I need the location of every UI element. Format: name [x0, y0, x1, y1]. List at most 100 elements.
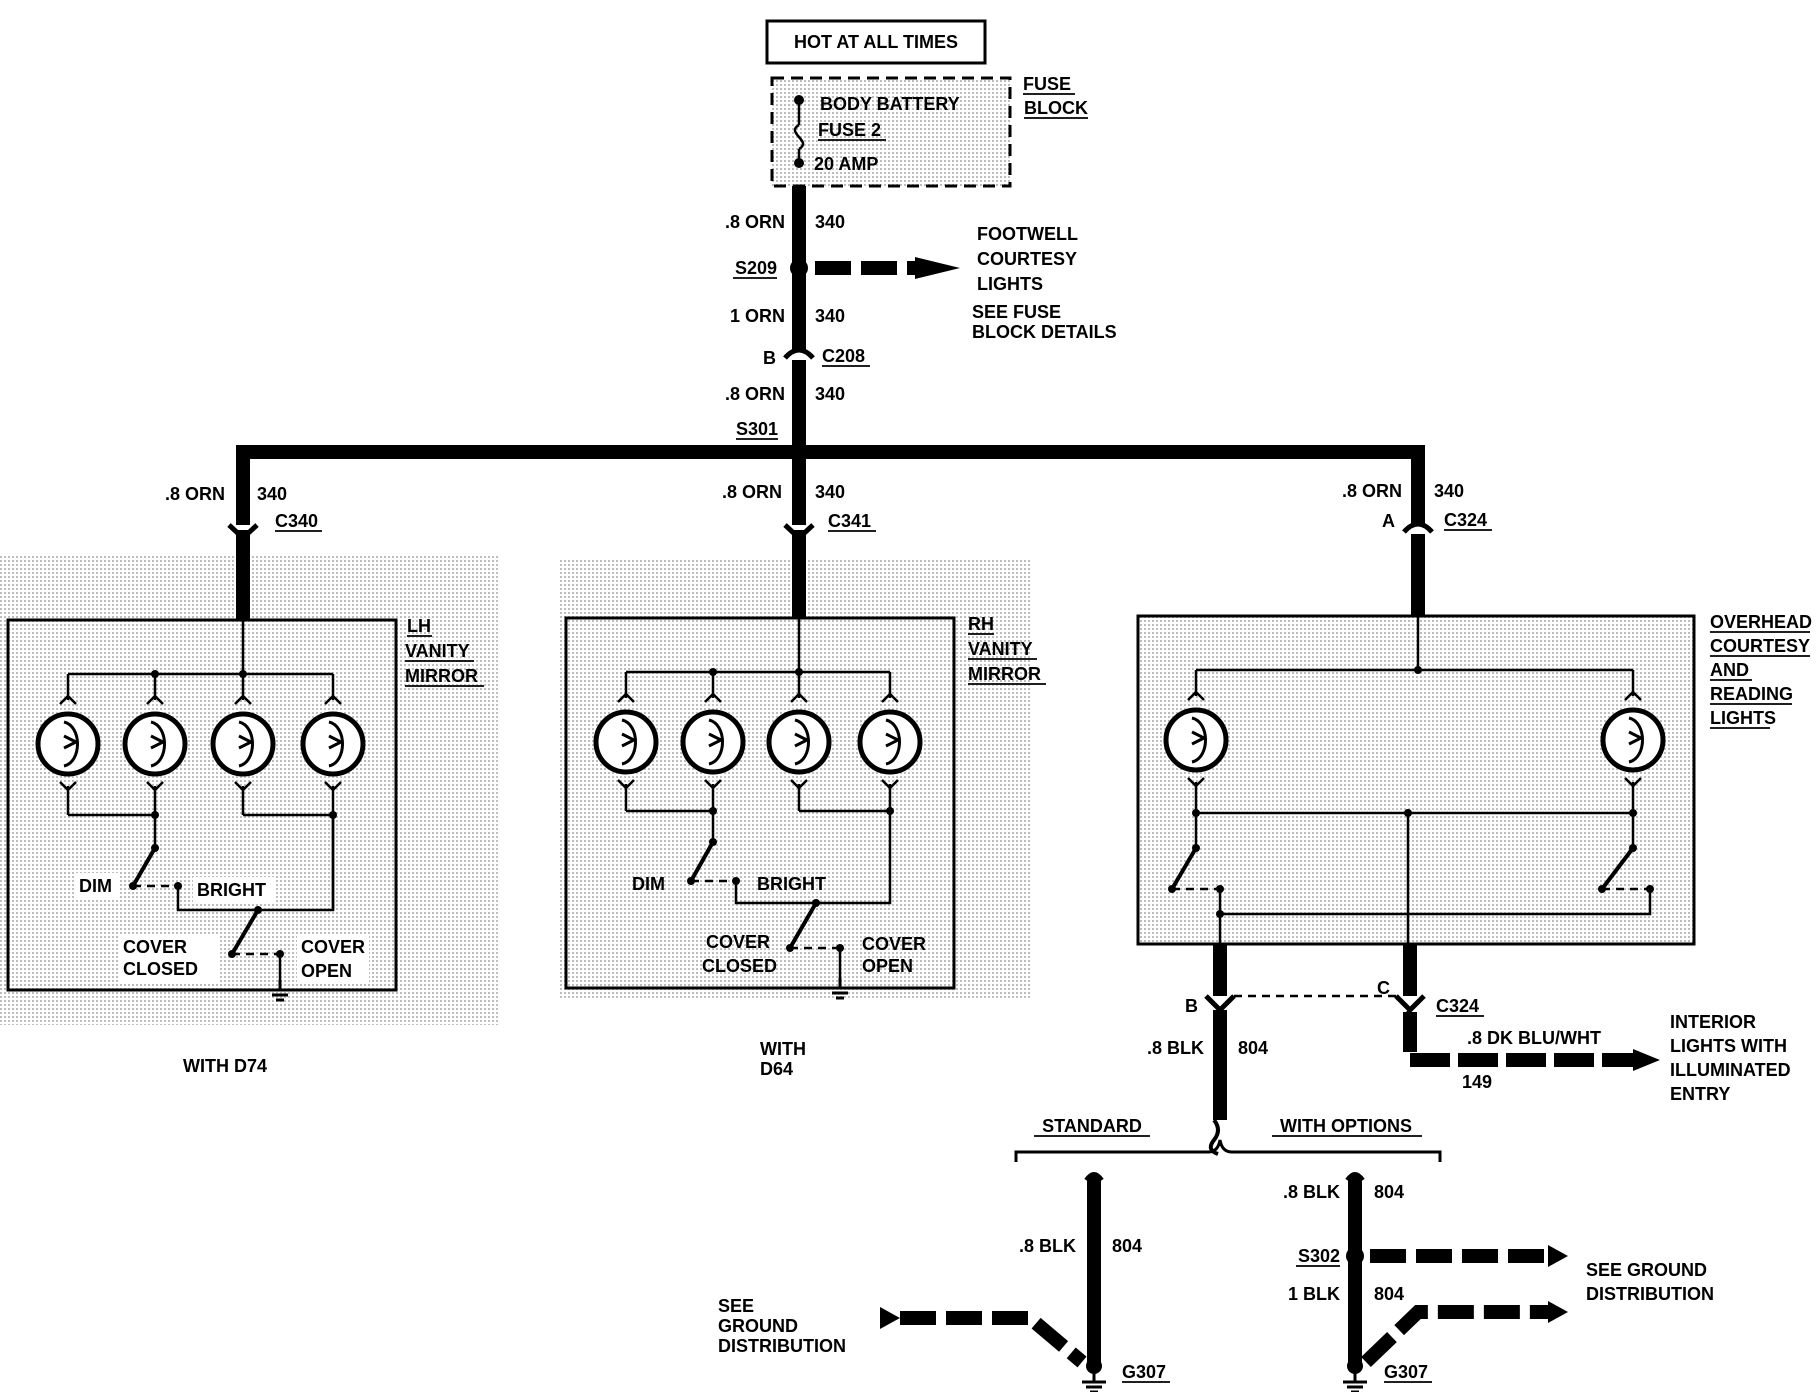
rh-lamp-3-icon [769, 712, 829, 772]
options-gauge-2: 1 BLK [1288, 1284, 1340, 1304]
fuse-block-label-2: BLOCK [1024, 98, 1088, 118]
rh-lamp-4-icon [860, 712, 920, 772]
option-brace [1014, 1139, 1442, 1162]
interior-label-4: ENTRY [1670, 1084, 1730, 1104]
s301-label: S301 [736, 419, 778, 439]
lh-vanity-box [6, 618, 398, 992]
c208-label: C208 [822, 346, 865, 366]
interior-label-3: ILLUMINATED [1670, 1060, 1791, 1080]
c324-bottom-label: C324 [1436, 996, 1479, 1016]
left-see-ground-wire [900, 1311, 1087, 1368]
fuse-rating: 20 AMP [814, 154, 878, 174]
g307-right-icon [1341, 1370, 1369, 1392]
standard-circuit: 804 [1112, 1236, 1142, 1256]
lh-name-1: LH [407, 616, 431, 636]
lh-cover-open-2: OPEN [301, 961, 352, 981]
g307-right-arrow-icon [1548, 1301, 1568, 1323]
feed-w3-gauge: .8 ORN [725, 384, 785, 404]
options-gauge: .8 BLK [1283, 1182, 1340, 1202]
rh-cover-closed-2: CLOSED [702, 956, 777, 976]
lh-gauge: .8 ORN [165, 484, 225, 504]
footwell-label-2: COURTESY [977, 249, 1077, 269]
footwell-arrow-icon [915, 257, 960, 279]
rh-option-label-1: WITH [760, 1039, 806, 1059]
hot-at-all-times-label: HOT AT ALL TIMES [794, 32, 958, 52]
lh-name-2: VANITY [405, 641, 470, 661]
g307-left-label: G307 [1122, 1362, 1166, 1382]
fuse-block-label-1: FUSE [1023, 74, 1071, 94]
see-ground-right-2: DISTRIBUTION [1586, 1284, 1714, 1304]
c324-top-label: C324 [1444, 510, 1487, 530]
c324-pin-c: C [1377, 978, 1390, 998]
lh-lamp-3-icon [213, 714, 273, 774]
c324-top-connector-icon [1402, 521, 1434, 534]
lh-circuit-drawing [59, 620, 342, 985]
feed-w1-circuit: 340 [815, 212, 845, 232]
c340-label: C340 [275, 511, 318, 531]
lh-cover-closed-1: COVER [123, 937, 187, 957]
overhead-name-3: AND [1710, 660, 1749, 680]
c208-connector-icon [783, 347, 815, 360]
rh-lamp-1-icon [596, 712, 656, 772]
interior-out-circuit: 149 [1462, 1072, 1492, 1092]
options-circuit-2: 804 [1374, 1284, 1404, 1304]
see-ground-left-2: GROUND [718, 1316, 798, 1336]
standard-gauge: .8 BLK [1019, 1236, 1076, 1256]
rh-name-1: RH [968, 614, 994, 634]
overhead-lamp-left-icon [1166, 710, 1226, 770]
g307-right-label: G307 [1384, 1362, 1428, 1382]
lh-lamp-2-icon [125, 714, 185, 774]
overhead-circuit-drawing [1168, 616, 1654, 946]
see-ground-right-1: SEE GROUND [1586, 1260, 1707, 1280]
g307-see-ground-wire [1361, 1305, 1548, 1368]
fuse-details-label-2: BLOCK DETAILS [972, 322, 1117, 342]
s209-label: S209 [735, 258, 777, 278]
lh-circuit: 340 [257, 484, 287, 504]
left-ground-arrow-icon [880, 1307, 900, 1329]
s302-label: S302 [1298, 1246, 1340, 1266]
hot-at-all-times-box [765, 19, 987, 65]
fuse-details-label-1: SEE FUSE [972, 302, 1061, 322]
lh-shade [0, 555, 500, 1025]
c324-pin-a: A [1382, 511, 1395, 531]
with-options-label: WITH OPTIONS [1280, 1116, 1412, 1136]
s209-splice [790, 259, 808, 277]
see-ground-left-1: SEE [718, 1296, 754, 1316]
c208-pin: B [763, 348, 776, 368]
overhead-name-2: COURTESY [1710, 636, 1810, 656]
lh-name-3: MIRROR [405, 666, 478, 686]
ground-gauge: .8 BLK [1147, 1038, 1204, 1058]
interior-lights-wire [1403, 1012, 1635, 1067]
see-ground-left-3: DISTRIBUTION [718, 1336, 846, 1356]
fuse-name-2: FUSE 2 [818, 120, 881, 140]
s302-arrow-icon [1548, 1245, 1568, 1267]
footwell-label-1: FOOTWELL [977, 224, 1078, 244]
interior-out-gauge: .8 DK BLU/WHT [1467, 1028, 1601, 1048]
g307-left-icon [1080, 1370, 1108, 1392]
c324-c-connector-icon [1394, 994, 1426, 1014]
rh-shade [560, 560, 1030, 1000]
lh-lamp-4-icon [303, 714, 363, 774]
rh-cover-open-1: COVER [862, 934, 926, 954]
c324-pin-b: B [1185, 996, 1198, 1016]
fuse-block-box [770, 76, 1012, 188]
fuse-name-1: BODY BATTERY [820, 94, 960, 114]
interior-label-1: INTERIOR [1670, 1012, 1756, 1032]
rh-lamp-2-icon [683, 712, 743, 772]
fuse-icon [793, 123, 805, 151]
feed-w1-gauge: .8 ORN [725, 212, 785, 232]
lh-lamp-1-icon [38, 714, 98, 774]
rh-circuit: 340 [815, 482, 845, 502]
options-circuit: 804 [1374, 1182, 1404, 1202]
feed-w2-gauge: 1 ORN [730, 306, 785, 326]
feed-bus [236, 445, 1425, 525]
overhead-circuit: 340 [1434, 481, 1464, 501]
rh-cover-closed-1: COVER [706, 932, 770, 952]
overhead-gauge: .8 ORN [1342, 481, 1402, 501]
c324-b-connector-icon [1204, 994, 1236, 1014]
rh-name-2: VANITY [968, 639, 1033, 659]
feed-w3-circuit: 340 [815, 384, 845, 404]
overhead-name-5: LIGHTS [1710, 708, 1776, 728]
rh-vanity-box [564, 616, 956, 990]
